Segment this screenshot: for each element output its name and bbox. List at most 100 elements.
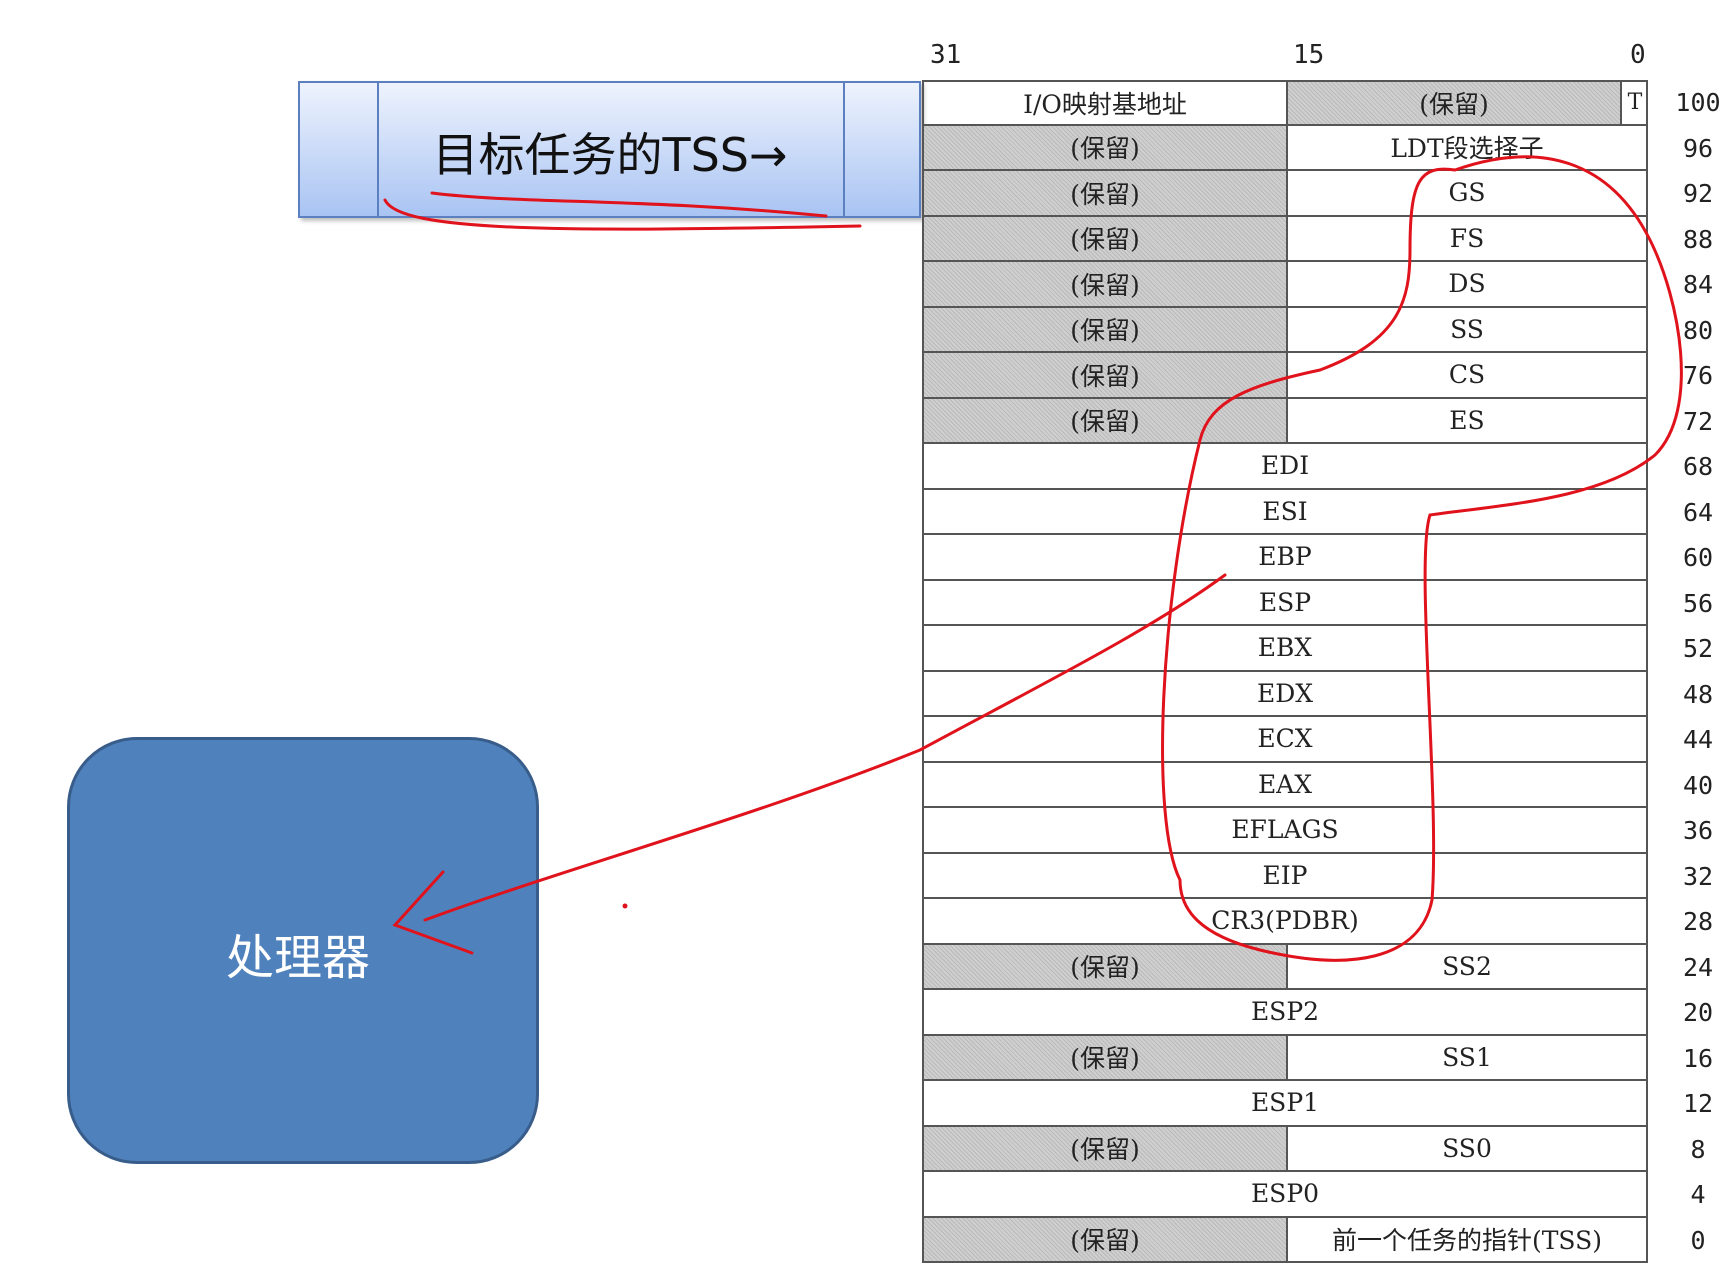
tss-cell-dword: ESP1 bbox=[1250, 1088, 1320, 1118]
tss-cell-low-word: GS bbox=[1448, 178, 1486, 208]
byte-offset-label: 8 bbox=[1690, 1134, 1706, 1164]
byte-offset-label: 0 bbox=[1690, 1225, 1706, 1255]
tss-cell-high-word: (保留) bbox=[924, 398, 1288, 442]
tss-cell-high-word: (保留) bbox=[924, 353, 1288, 397]
byte-offset-label: 80 bbox=[1682, 315, 1714, 345]
tss-cell-high-word: (保留) bbox=[924, 1035, 1288, 1079]
tss-cell-dword: EBX bbox=[1257, 633, 1313, 663]
tss-row: CR3(PDBR) bbox=[922, 899, 1648, 945]
target-task-tss-label: 目标任务的TSS→ bbox=[432, 127, 788, 182]
byte-offset-label: 16 bbox=[1682, 1043, 1714, 1073]
tss-cell-high-word: (保留) bbox=[924, 1126, 1288, 1170]
tss-cell-dword: CR3(PDBR) bbox=[1211, 906, 1359, 936]
tss-cell-low-word: CS bbox=[1448, 360, 1486, 390]
tss-cell-high-word: I/O映射基地址 bbox=[924, 82, 1288, 124]
tss-cell-high-word: (保留) bbox=[924, 171, 1288, 215]
byte-offset-label: 36 bbox=[1682, 816, 1714, 846]
byte-offset-label: 52 bbox=[1682, 634, 1714, 664]
tss-cell-high-word: (保留) bbox=[924, 1217, 1288, 1261]
tss-row: (保留) SS2 bbox=[922, 944, 1648, 990]
tss-cell-dword: ECX bbox=[1257, 724, 1313, 754]
tss-cell-low-word: 前一个任务的指针(TSS) bbox=[1332, 1226, 1602, 1256]
tss-cell-low-word: SS0 bbox=[1442, 1133, 1492, 1163]
byte-offset-label: 44 bbox=[1682, 725, 1714, 755]
bit-label-15: 15 bbox=[1293, 40, 1325, 70]
stray-dot bbox=[622, 903, 628, 909]
tss-row: EBP bbox=[922, 535, 1648, 581]
tss-cell-low-word: SS2 bbox=[1442, 951, 1492, 981]
tss-row: I/O映射基地址(保留)T bbox=[922, 80, 1648, 126]
tss-row: (保留) SS0 bbox=[922, 1126, 1648, 1172]
tss-cell-dword: EBP bbox=[1258, 542, 1312, 572]
target-task-tss-box: 目标任务的TSS→ bbox=[298, 81, 921, 218]
tss-cell-low-word: (保留) bbox=[1288, 82, 1622, 124]
byte-offset-label: 100 bbox=[1675, 88, 1721, 118]
byte-offset-label: 56 bbox=[1682, 588, 1714, 618]
tss-row: EIP bbox=[922, 853, 1648, 899]
tss-cell-low-word: SS bbox=[1450, 314, 1484, 344]
tss-row: EFLAGS bbox=[922, 808, 1648, 854]
tss-row: (保留) 前一个任务的指针(TSS) bbox=[922, 1217, 1648, 1263]
tss-cell-t-bit: T bbox=[1627, 90, 1643, 116]
tss-row: ESI bbox=[922, 489, 1648, 535]
byte-offset-label: 20 bbox=[1682, 998, 1714, 1028]
tss-cell-high-word: (保留) bbox=[924, 216, 1288, 260]
tss-row: (保留) SS1 bbox=[922, 1035, 1648, 1081]
byte-offset-label: 4 bbox=[1690, 1180, 1706, 1210]
processor-box: 处理器 bbox=[67, 737, 539, 1164]
tss-row: ESP bbox=[922, 580, 1648, 626]
tss-row: (保留) ES bbox=[922, 398, 1648, 444]
tss-cell-low-word: FS bbox=[1449, 223, 1485, 253]
bit-label-31: 31 bbox=[930, 40, 962, 70]
tss-cell-high-word: (保留) bbox=[924, 944, 1288, 988]
byte-offset-label: 88 bbox=[1682, 224, 1714, 254]
byte-offset-label: 40 bbox=[1682, 770, 1714, 800]
byte-offset-label: 72 bbox=[1682, 406, 1714, 436]
tss-row: (保留) LDT段选择子 bbox=[922, 125, 1648, 171]
tss-cell-low-word: ES bbox=[1449, 405, 1485, 435]
byte-offset-label: 24 bbox=[1682, 952, 1714, 982]
bit-label-0: 0 bbox=[1630, 40, 1646, 70]
byte-offset-label: 84 bbox=[1682, 270, 1714, 300]
tss-cell-high-word: (保留) bbox=[924, 307, 1288, 351]
byte-offset-label: 48 bbox=[1682, 679, 1714, 709]
tss-row: EAX bbox=[922, 762, 1648, 808]
tss-cell-dword: EIP bbox=[1262, 860, 1308, 890]
tss-cell-high-word: (保留) bbox=[924, 262, 1288, 306]
tss-row: EDI bbox=[922, 444, 1648, 490]
processor-label: 处理器 bbox=[225, 929, 370, 986]
tss-cell-dword: EFLAGS bbox=[1231, 815, 1339, 845]
tss-cell-dword: EAX bbox=[1257, 769, 1313, 799]
tss-row: (保留) GS bbox=[922, 171, 1648, 217]
tss-cell-dword: EDX bbox=[1256, 678, 1314, 708]
byte-offset-label: 28 bbox=[1682, 907, 1714, 937]
byte-offset-label: 32 bbox=[1682, 861, 1714, 891]
tss-row: ESP2 bbox=[922, 990, 1648, 1036]
tss-row: ESP1 bbox=[922, 1081, 1648, 1127]
tss-cell-dword: ESI bbox=[1262, 496, 1308, 526]
tss-cell-dword: ESP0 bbox=[1250, 1179, 1320, 1209]
tss-row: (保留)DS bbox=[922, 262, 1648, 308]
tss-cell-high-word: (保留) bbox=[924, 125, 1288, 169]
tss-cell-dword: ESP bbox=[1258, 587, 1312, 617]
tss-row: (保留) SS bbox=[922, 307, 1648, 353]
tss-cell-dword: ESP2 bbox=[1250, 997, 1320, 1027]
byte-offset-label: 60 bbox=[1682, 543, 1714, 573]
tss-row: ESP0 bbox=[922, 1172, 1648, 1218]
byte-offset-label: 68 bbox=[1682, 452, 1714, 482]
tss-row: EBX bbox=[922, 626, 1648, 672]
tss-row: (保留) CS bbox=[922, 353, 1648, 399]
tss-box-left-segment bbox=[300, 83, 379, 216]
byte-offset-label: 12 bbox=[1682, 1089, 1714, 1119]
tss-row: ECX bbox=[922, 717, 1648, 763]
tss-cell-low-word: SS1 bbox=[1442, 1042, 1492, 1072]
byte-offset-label: 64 bbox=[1682, 497, 1714, 527]
tss-row: (保留) FS bbox=[922, 216, 1648, 262]
tss-cell-low-word: LDT段选择子 bbox=[1390, 134, 1544, 164]
tss-structure-table: I/O映射基地址(保留)T(保留)LDT段选择子(保留)GS(保留)FS(保留)… bbox=[922, 80, 1648, 1263]
tss-box-middle-segment bbox=[377, 83, 845, 216]
byte-offset-label: 96 bbox=[1682, 133, 1714, 163]
byte-offset-label: 92 bbox=[1682, 179, 1714, 209]
